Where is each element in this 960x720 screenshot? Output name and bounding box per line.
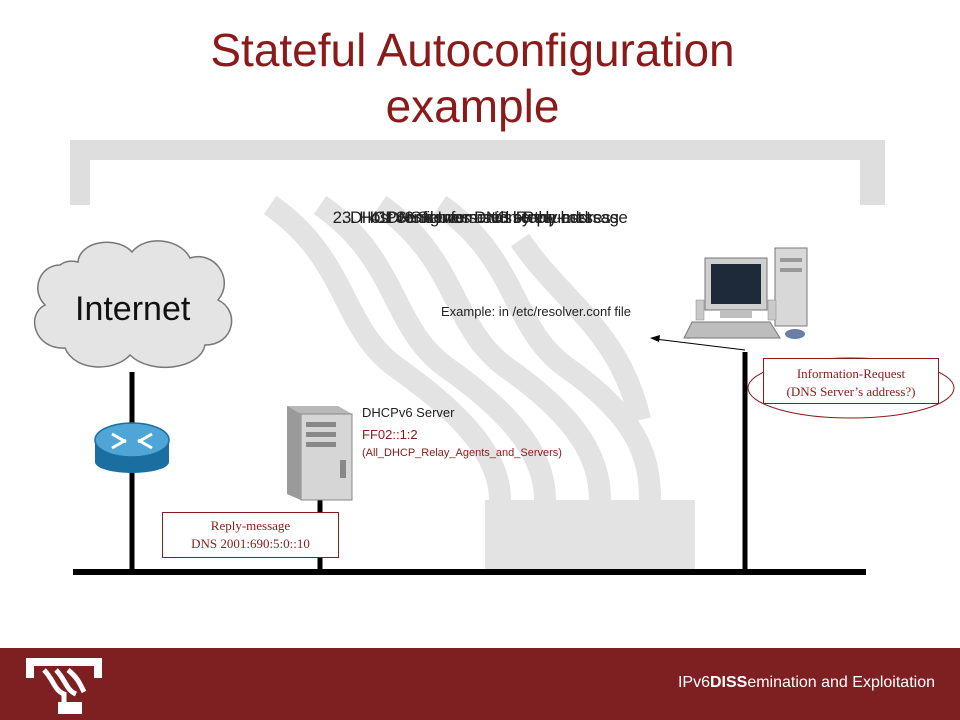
information-request-box: Information-Request (DNS Server’s addres… xyxy=(763,358,939,404)
step-text: 3. Host configures DNS server address xyxy=(341,208,619,227)
multicast-name: (All_DHCP_Relay_Agents_and_Servers) xyxy=(362,447,562,459)
footer-bar: IPv6DISSemination and Exploitation xyxy=(0,648,960,720)
internet-label: Internet xyxy=(75,290,191,328)
step-text: 1. Send Information-Request xyxy=(378,208,582,227)
slide-title-line2: example xyxy=(385,80,560,132)
server-icon xyxy=(287,406,353,501)
reply-message-dns: DNS 2001:690:5:0::10 xyxy=(191,536,310,551)
footer-logo-icon xyxy=(26,658,102,714)
reply-message-title: Reply-message xyxy=(210,518,291,533)
reply-message-box: Reply-message DNS 2001:690:5:0::10 xyxy=(162,512,339,558)
footer-brand-bold: DISS xyxy=(709,674,748,691)
footer-brand-prefix: IPv6 xyxy=(677,674,710,691)
information-request-question: (DNS Server’s address?) xyxy=(786,384,916,399)
multicast-address: FF02::1:2 xyxy=(362,427,418,442)
resolver-note: Example: in /etc/resolver.conf file xyxy=(441,304,632,319)
server-label: DHCPv6 Server xyxy=(362,405,455,420)
workstation-icon xyxy=(683,247,808,339)
footer-brand-suffix: emination and Exploitation xyxy=(747,674,935,691)
step-text: 4. DNS server used by the host xyxy=(369,208,591,227)
slide-title-line1: Stateful Autoconfiguration xyxy=(210,24,735,76)
footer-brand: IPv6DISSemination and Exploitation xyxy=(678,674,935,692)
step-text: 2. DHCPv6 Server sends Reply-message xyxy=(332,208,628,227)
internet-cloud-icon xyxy=(34,240,233,368)
information-request-title: Information-Request xyxy=(796,366,906,381)
router-icon xyxy=(94,422,170,473)
